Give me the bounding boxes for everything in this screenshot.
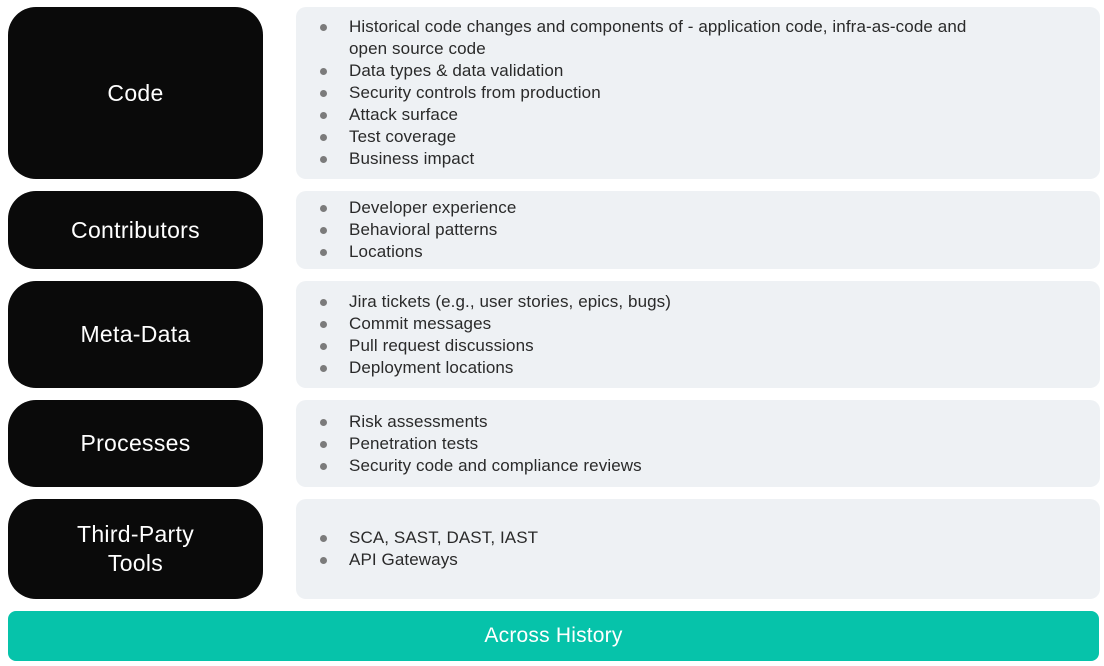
list-item: Business impact xyxy=(320,148,1076,170)
list-item: Test coverage xyxy=(320,126,1076,148)
category-row-processes: Processes Risk assessments Penetration t… xyxy=(8,400,1100,487)
list-item: Attack surface xyxy=(320,104,1076,126)
bullet-text: Deployment locations xyxy=(349,357,514,377)
bullet-icon xyxy=(320,205,327,212)
bullet-icon xyxy=(320,24,327,31)
category-box-third-party-tools: Third-Party Tools xyxy=(8,499,263,599)
bullet-icon xyxy=(320,440,327,448)
bullet-icon xyxy=(320,535,327,542)
list-item: Pull request discussions xyxy=(320,335,1076,357)
details-panel-code: Historical code changes and components o… xyxy=(296,7,1100,179)
category-row-meta-data: Meta-Data Jira tickets (e.g., user stori… xyxy=(8,281,1100,388)
list-item: Security code and compliance reviews xyxy=(320,455,1076,477)
bullet-icon xyxy=(320,134,327,141)
details-panel-third-party-tools: SCA, SAST, DAST, IAST API Gateways xyxy=(296,499,1100,599)
category-label: Third-Party Tools xyxy=(76,521,195,576)
list-item: Historical code changes and components o… xyxy=(320,16,1076,60)
bullet-text: Behavioral patterns xyxy=(349,220,498,239)
category-label: Contributors xyxy=(71,216,200,243)
bullet-icon xyxy=(320,68,327,75)
details-panel-contributors: Developer experience Behavioral patterns… xyxy=(296,191,1100,269)
list-item: Jira tickets (e.g., user stories, epics,… xyxy=(320,291,1076,313)
bullet-text: Business impact xyxy=(349,149,475,168)
bullet-text: Risk assessments xyxy=(349,411,488,431)
bullet-text: Commit messages xyxy=(349,313,492,333)
bullet-text: Test coverage xyxy=(349,127,457,146)
across-history-banner: Across History xyxy=(8,611,1099,661)
list-item: SCA, SAST, DAST, IAST xyxy=(320,527,1076,549)
list-item: API Gateways xyxy=(320,549,1076,571)
category-box-code: Code xyxy=(8,7,263,179)
list-item: Locations xyxy=(320,241,1076,263)
list-item: Risk assessments xyxy=(320,411,1076,433)
bullet-icon xyxy=(320,249,327,256)
details-panel-meta-data: Jira tickets (e.g., user stories, epics,… xyxy=(296,281,1100,388)
bullet-icon xyxy=(320,342,327,350)
category-box-processes: Processes xyxy=(8,400,263,487)
bullet-icon xyxy=(320,557,327,564)
bullet-icon xyxy=(320,320,327,328)
details-panel-processes: Risk assessments Penetration tests Secur… xyxy=(296,400,1100,487)
bullet-text: Developer experience xyxy=(349,198,517,217)
bullet-icon xyxy=(320,462,327,470)
list-item: Data types & data validation xyxy=(320,60,1076,82)
category-label: Processes xyxy=(80,430,191,457)
bullet-icon xyxy=(320,418,327,426)
bullet-icon xyxy=(320,364,327,372)
category-row-code: Code Historical code changes and compone… xyxy=(8,7,1100,179)
list-item: Security controls from production xyxy=(320,82,1076,104)
category-box-meta-data: Meta-Data xyxy=(8,281,263,388)
category-row-contributors: Contributors Developer experience Behavi… xyxy=(8,191,1100,269)
list-item: Commit messages xyxy=(320,313,1076,335)
bullet-icon xyxy=(320,112,327,119)
banner-label: Across History xyxy=(484,624,623,647)
bullet-text: Data types & data validation xyxy=(349,61,564,80)
bullet-text: Security code and compliance reviews xyxy=(349,455,642,475)
bullet-text: Security controls from production xyxy=(349,83,601,102)
category-label: Code xyxy=(107,79,164,106)
bullet-text: Jira tickets (e.g., user stories, epics,… xyxy=(349,291,672,311)
bullet-text: Locations xyxy=(349,242,423,261)
bullet-icon xyxy=(320,90,327,97)
bullet-icon xyxy=(320,156,327,163)
bullet-text: Attack surface xyxy=(349,105,459,124)
bullet-text: Pull request discussions xyxy=(349,335,534,355)
category-row-third-party-tools: Third-Party Tools SCA, SAST, DAST, IAST … xyxy=(8,499,1100,599)
bullet-text: Historical code changes and components o… xyxy=(349,17,967,58)
list-item: Developer experience xyxy=(320,197,1076,219)
list-item: Behavioral patterns xyxy=(320,219,1076,241)
bullet-icon xyxy=(320,227,327,234)
bullet-text: API Gateways xyxy=(349,550,458,569)
list-item: Deployment locations xyxy=(320,357,1076,379)
bullet-text: SCA, SAST, DAST, IAST xyxy=(349,528,539,547)
category-label: Meta-Data xyxy=(80,321,191,348)
list-item: Penetration tests xyxy=(320,433,1076,455)
category-box-contributors: Contributors xyxy=(8,191,263,269)
bullet-icon xyxy=(320,298,327,306)
bullet-text: Penetration tests xyxy=(349,433,479,453)
